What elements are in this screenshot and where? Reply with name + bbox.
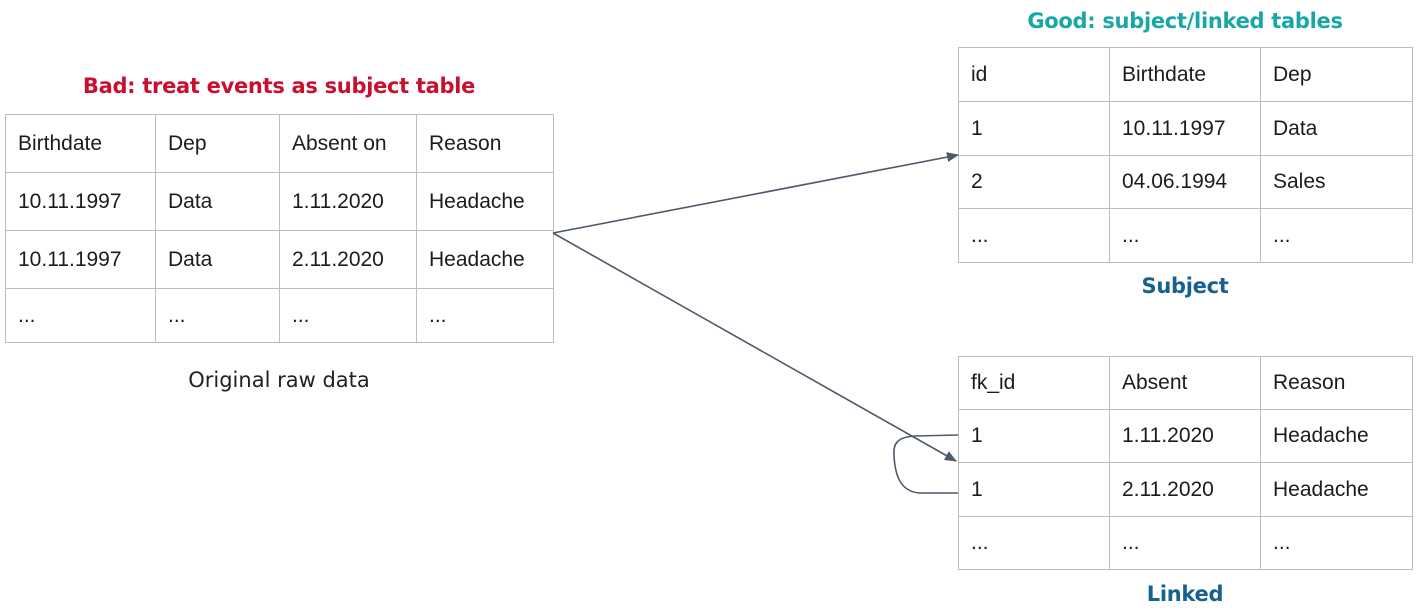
table-cell: 1 xyxy=(958,101,1110,156)
table-row: 2 04.06.1994 Sales xyxy=(958,155,1413,209)
table-row: ... ... ... ... xyxy=(5,288,554,343)
table-cell: ... xyxy=(1109,516,1261,570)
table-cell: ... xyxy=(155,288,280,343)
table-cell: 1 xyxy=(958,409,1110,463)
table-cell: ... xyxy=(958,516,1110,570)
table-row: 1 1.11.2020 Headache xyxy=(958,409,1413,463)
table-cell: ... xyxy=(1260,516,1413,570)
table-cell: Headache xyxy=(1260,462,1413,517)
table-cell: 04.06.1994 xyxy=(1109,155,1261,209)
header-cell: Reason xyxy=(416,114,554,173)
header-cell: Dep xyxy=(1260,47,1413,102)
table-cell: ... xyxy=(958,208,1110,263)
raw-data-caption: Original raw data xyxy=(188,368,370,392)
table-cell: 2 xyxy=(958,155,1110,209)
table-cell: Headache xyxy=(416,230,554,289)
table-cell: 1 xyxy=(958,462,1110,517)
table-header-row: fk_id Absent Reason xyxy=(958,356,1413,410)
table-row: 10.11.1997 Data 1.11.2020 Headache xyxy=(5,172,554,231)
header-cell: Dep xyxy=(155,114,280,173)
table-row: ... ... ... xyxy=(958,208,1413,263)
raw-to-linked-arrow xyxy=(552,232,957,462)
header-cell: Absent on xyxy=(279,114,417,173)
table-cell: Sales xyxy=(1260,155,1413,209)
table-cell: 10.11.1997 xyxy=(5,230,156,289)
table-cell: 2.11.2020 xyxy=(1109,462,1261,517)
table-cell: Data xyxy=(155,230,280,289)
table-cell: Data xyxy=(1260,101,1413,156)
table-cell: ... xyxy=(416,288,554,343)
table-row: 1 2.11.2020 Headache xyxy=(958,462,1413,517)
header-cell: Birthdate xyxy=(1109,47,1261,102)
header-cell: id xyxy=(958,47,1110,102)
linked-table: fk_id Absent Reason 1 1.11.2020 Headache… xyxy=(958,356,1413,570)
table-cell: 1.11.2020 xyxy=(279,172,417,231)
table-row: ... ... ... xyxy=(958,516,1413,570)
header-cell: Birthdate xyxy=(5,114,156,173)
table-cell: 2.11.2020 xyxy=(279,230,417,289)
raw-to-subject-arrow xyxy=(552,152,959,234)
subject-caption: Subject xyxy=(1141,274,1229,298)
table-cell: Data xyxy=(155,172,280,231)
good-approach-title: Good: subject/linked tables xyxy=(1027,9,1343,33)
header-cell: Absent xyxy=(1109,356,1261,410)
header-cell: fk_id xyxy=(958,356,1110,410)
table-cell: ... xyxy=(1260,208,1413,263)
fk-duplicate-bracket xyxy=(893,434,959,494)
header-cell: Reason xyxy=(1260,356,1413,410)
table-cell: ... xyxy=(5,288,156,343)
subject-table: id Birthdate Dep 1 10.11.1997 Data 2 04.… xyxy=(958,47,1413,263)
linked-caption: Linked xyxy=(1146,582,1224,606)
table-row: 10.11.1997 Data 2.11.2020 Headache xyxy=(5,230,554,289)
table-cell: 10.11.1997 xyxy=(5,172,156,231)
table-cell: Headache xyxy=(416,172,554,231)
bad-approach-title: Bad: treat events as subject table xyxy=(82,74,476,98)
table-cell: ... xyxy=(1109,208,1261,263)
table-cell: Headache xyxy=(1260,409,1413,463)
raw-data-table: Birthdate Dep Absent on Reason 10.11.199… xyxy=(5,114,554,343)
table-row: 1 10.11.1997 Data xyxy=(958,101,1413,156)
table-header-row: id Birthdate Dep xyxy=(958,47,1413,102)
table-cell: ... xyxy=(279,288,417,343)
table-cell: 1.11.2020 xyxy=(1109,409,1261,463)
table-header-row: Birthdate Dep Absent on Reason xyxy=(5,114,554,173)
table-cell: 10.11.1997 xyxy=(1109,101,1261,156)
